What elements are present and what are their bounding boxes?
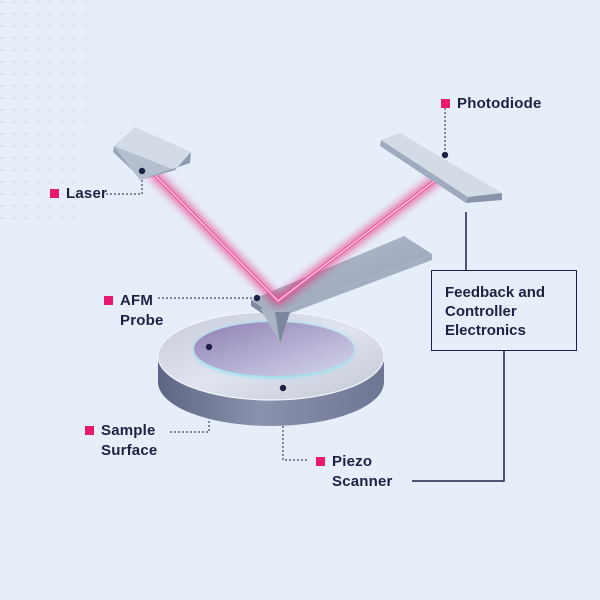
laser-marker: [50, 189, 59, 198]
sample-surface: [194, 322, 354, 378]
photodiode: [380, 133, 502, 203]
photodiode-marker: [441, 99, 450, 108]
laser-source: [113, 127, 191, 180]
sample-surface-label: Sample Surface: [85, 421, 157, 461]
dot-grid-decoration: [0, 0, 215, 230]
piezo-scanner-marker: [316, 457, 325, 466]
sample-surface-marker: [85, 426, 94, 435]
afm-probe-label: AFM Probe: [104, 291, 164, 331]
laser-beams: [146, 166, 445, 306]
piezo-scanner-label: Piezo Scanner: [316, 452, 393, 492]
photodiode-label: Photodiode: [441, 94, 542, 114]
afm-probe-marker: [104, 296, 113, 305]
afm-probe-cantilever: [251, 236, 432, 343]
connector-lines: [412, 212, 505, 482]
feedback-controller-box: Feedback and Controller Electronics: [431, 270, 577, 351]
anchor-dots: [138, 151, 449, 392]
laser-label: Laser: [50, 184, 107, 204]
